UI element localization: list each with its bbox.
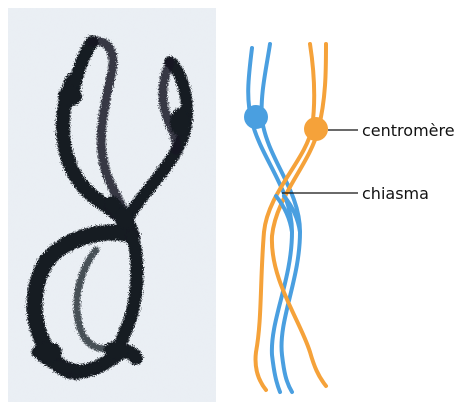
orange-centromere-dot <box>304 117 328 141</box>
micrograph-photo <box>8 8 216 402</box>
chiasma-label: chiasma <box>362 184 429 203</box>
blue-strand-1 <box>248 48 292 392</box>
centromere-label: centromère <box>362 121 455 140</box>
blue-centromere-dot <box>244 105 268 129</box>
chiasma-schematic <box>248 44 326 392</box>
